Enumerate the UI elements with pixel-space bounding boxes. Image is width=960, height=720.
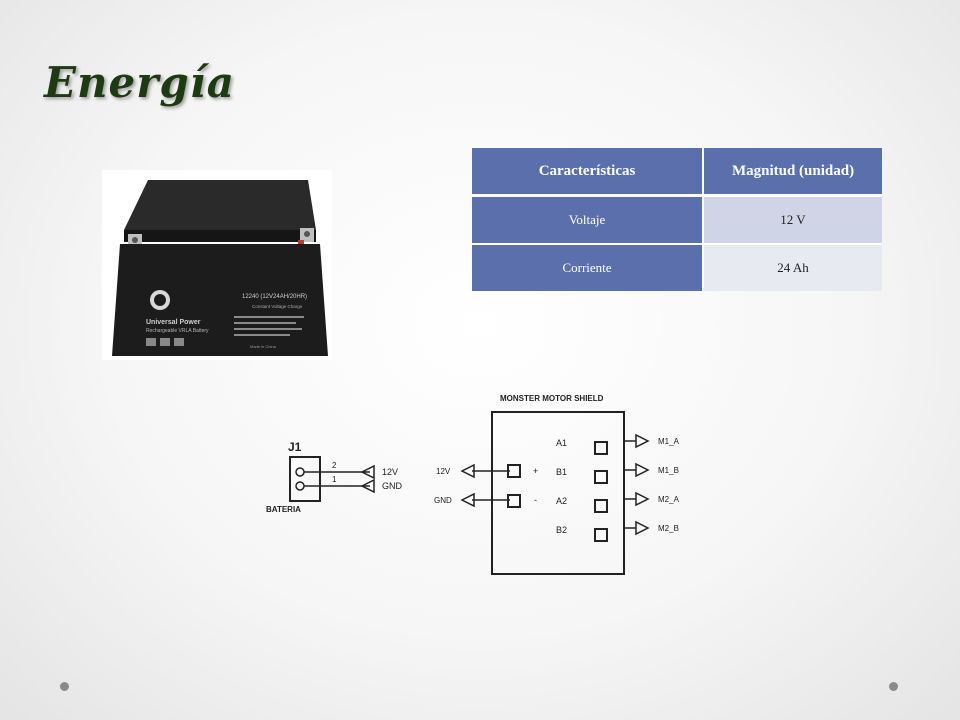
header-magnitude: Magnitud (unidad) <box>703 148 882 197</box>
shield-pin-b1: B1 <box>556 467 608 484</box>
decorative-dot-left <box>60 682 69 691</box>
output-arrow-icon <box>635 433 650 449</box>
table-header-row: Características Magnitud (unidad) <box>472 148 882 197</box>
svg-text:A2: A2 <box>556 496 567 506</box>
output-label: M2_B <box>658 524 679 533</box>
connector-label: BATERIA <box>266 505 301 514</box>
output-label: M1_B <box>658 466 679 475</box>
battery-charge-note: Constant Voltage Charge <box>252 304 303 309</box>
decorative-dot-right <box>889 682 898 691</box>
net-label: GND <box>382 481 403 491</box>
row-label: Voltaje <box>472 195 704 245</box>
table-row: Voltaje 12 V <box>472 195 882 245</box>
shield-pin-b2: B2 <box>556 525 608 542</box>
battery-made-in: Made in China <box>250 344 277 349</box>
recycle-icon <box>160 338 170 346</box>
net-arrow-icon <box>460 492 475 508</box>
shield-input-label: GND <box>434 496 452 505</box>
pin-number: 2 <box>332 461 337 470</box>
svg-text:A1: A1 <box>556 438 567 448</box>
output-label: M1_A <box>658 437 680 446</box>
output-arrow-icon <box>635 491 650 507</box>
shield-input-label: 12V <box>436 467 451 476</box>
shield-body <box>491 411 625 575</box>
shield-pin-a2: A2 <box>556 496 608 513</box>
header-characteristics: Características <box>472 148 704 197</box>
output-arrow-icon <box>635 462 650 478</box>
shield-input-pad <box>507 464 521 478</box>
connector-name: J1 <box>288 440 302 454</box>
battery-image: Universal Power Rechargeable VRLA Batter… <box>102 170 332 360</box>
shield-pin-a1: A1 <box>556 438 608 455</box>
output-label: M2_A <box>658 495 680 504</box>
shield-title: MONSTER MOTOR SHIELD <box>500 394 604 403</box>
row-label: Corriente <box>472 244 704 291</box>
table-row: Corriente 24 Ah <box>472 244 882 291</box>
pin-number: 1 <box>332 475 337 484</box>
row-value: 24 Ah <box>703 244 882 291</box>
battery-subtitle: Rechargeable VRLA Battery <box>146 328 209 334</box>
net-arrow-icon <box>360 464 375 480</box>
ce-mark-icon <box>146 338 156 346</box>
slide-title: Energía <box>44 58 235 107</box>
row-value: 12 V <box>703 195 882 245</box>
terminal-positive <box>298 228 314 246</box>
net-label: 12V <box>382 467 398 477</box>
battery-model: 12240 (12V24AH/20HR) <box>242 294 307 300</box>
pb-icon <box>174 338 184 346</box>
polarity-label: + <box>533 466 538 476</box>
wiring-schematic: J1 2 1 12V GND BATERIA 12V GND MONSTER M… <box>266 394 680 575</box>
battery-brand: Universal Power <box>146 319 201 326</box>
shield-input-pad <box>507 494 521 508</box>
net-arrow-icon <box>460 463 475 479</box>
output-arrow-icon <box>635 520 650 536</box>
specs-table: Características Magnitud (unidad) Voltaj… <box>472 148 882 291</box>
connector-body <box>289 456 321 502</box>
svg-text:B2: B2 <box>556 525 567 535</box>
svg-text:B1: B1 <box>556 467 567 477</box>
polarity-label: - <box>534 495 537 505</box>
net-arrow-icon <box>360 478 375 494</box>
